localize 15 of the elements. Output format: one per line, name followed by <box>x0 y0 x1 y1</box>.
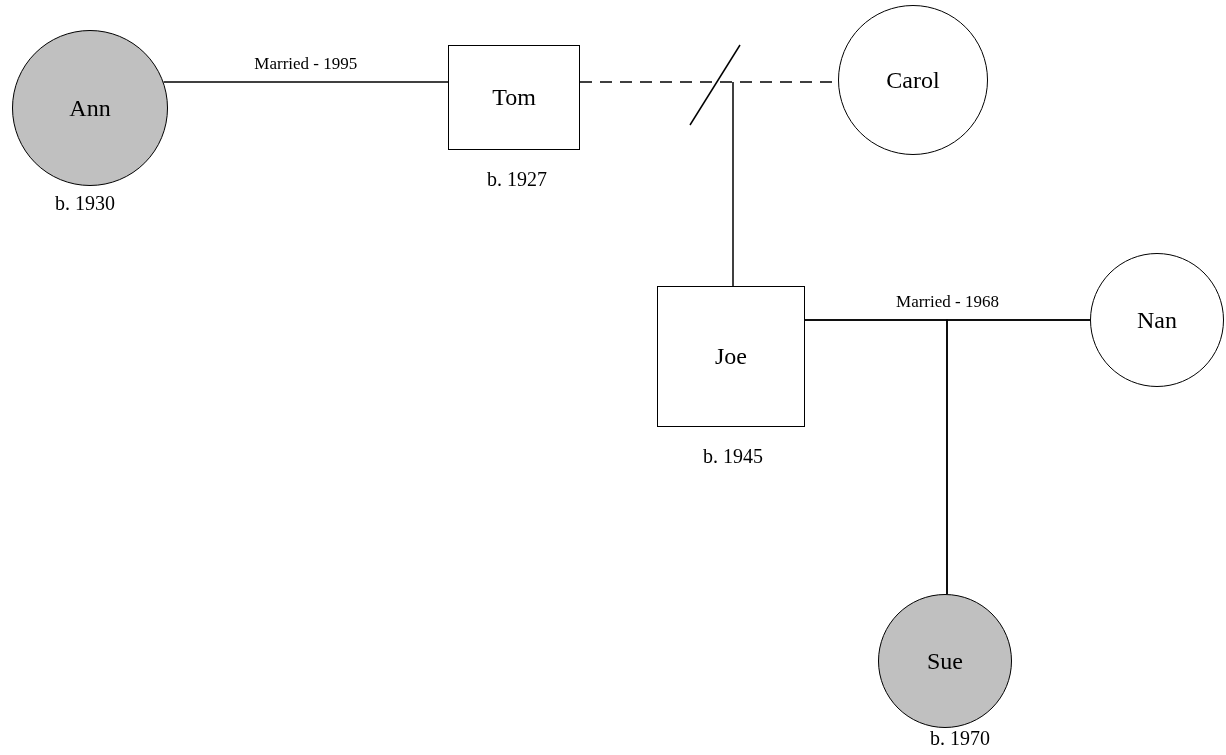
person-name: Joe <box>715 343 747 370</box>
person-name: Ann <box>69 94 111 122</box>
person-name: Nan <box>1137 306 1177 334</box>
birth-year: b. 1945 <box>703 445 763 468</box>
birth-year: b. 1927 <box>487 168 547 191</box>
person-name: Carol <box>886 66 940 94</box>
birth-year: b. 1970 <box>930 727 990 750</box>
birth-year: b. 1930 <box>55 192 115 215</box>
person-name: Sue <box>927 647 963 675</box>
connector-line <box>162 81 449 83</box>
connector-line <box>946 319 1091 595</box>
person-name: Tom <box>492 84 536 111</box>
person-square <box>448 45 580 150</box>
person-square <box>657 286 805 427</box>
connector-line <box>732 81 734 287</box>
